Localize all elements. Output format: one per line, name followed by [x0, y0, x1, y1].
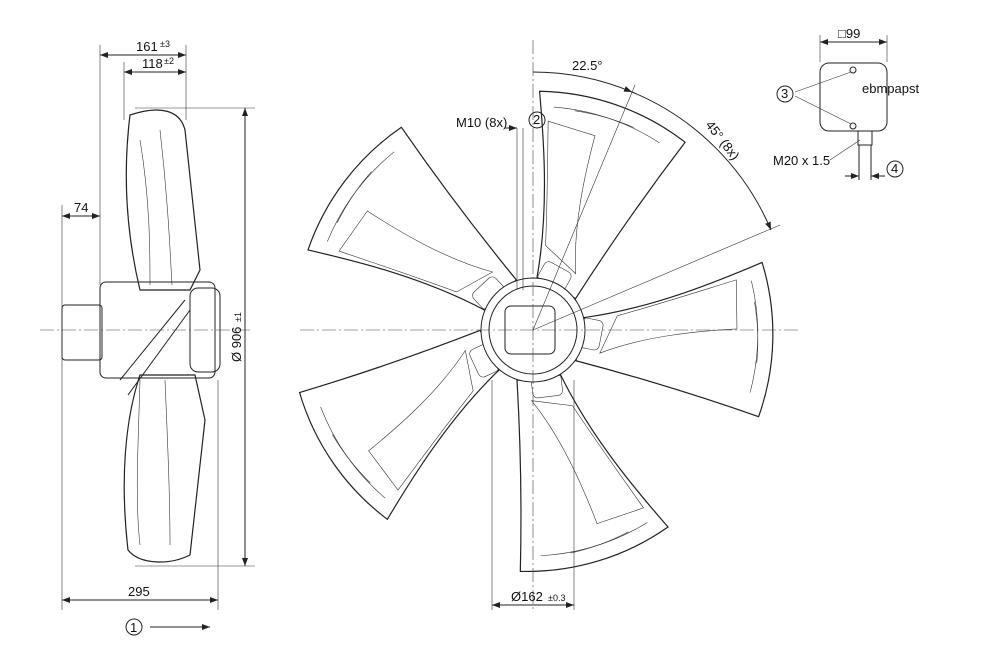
- dim-square-99: □99: [838, 26, 860, 41]
- dim-295: 295: [128, 584, 150, 599]
- terminal-box-side: [61, 304, 103, 361]
- motor-housing: [99, 281, 216, 379]
- bolt-label-m10: M10 (8x): [456, 115, 507, 130]
- callout-4: 4: [891, 161, 898, 176]
- dim-74: 74: [74, 200, 88, 215]
- dim-161-tol: ±3: [160, 39, 170, 49]
- side-blade-lower: [123, 374, 206, 563]
- dim-162-tol: ±0.3: [548, 593, 565, 603]
- dim-diameter-906: Ø 906: [229, 327, 244, 362]
- callout-2: 2: [533, 112, 540, 127]
- blade-2: [569, 230, 791, 418]
- callout-3: 3: [781, 86, 788, 101]
- side-blade-upper: [125, 109, 201, 291]
- front-view: [287, 40, 800, 610]
- terminal-box-view: [776, 35, 904, 180]
- dim-diameter-162: Ø162: [511, 589, 543, 604]
- angle-45-8x: 45° (8x): [703, 118, 743, 163]
- dim-161: 161: [136, 39, 158, 54]
- callout-1: 1: [130, 620, 137, 635]
- brand-mark: ebmpapst: [862, 81, 919, 96]
- angle-22-5: 22.5°: [572, 58, 603, 73]
- gland-thread-label: M20 x 1.5: [773, 153, 830, 168]
- dim-906-tol: ±1: [233, 312, 243, 322]
- side-view: [40, 45, 255, 636]
- dim-118: 118: [142, 56, 163, 71]
- dim-118-tol: ±2: [164, 56, 174, 66]
- blade-3: [496, 361, 673, 575]
